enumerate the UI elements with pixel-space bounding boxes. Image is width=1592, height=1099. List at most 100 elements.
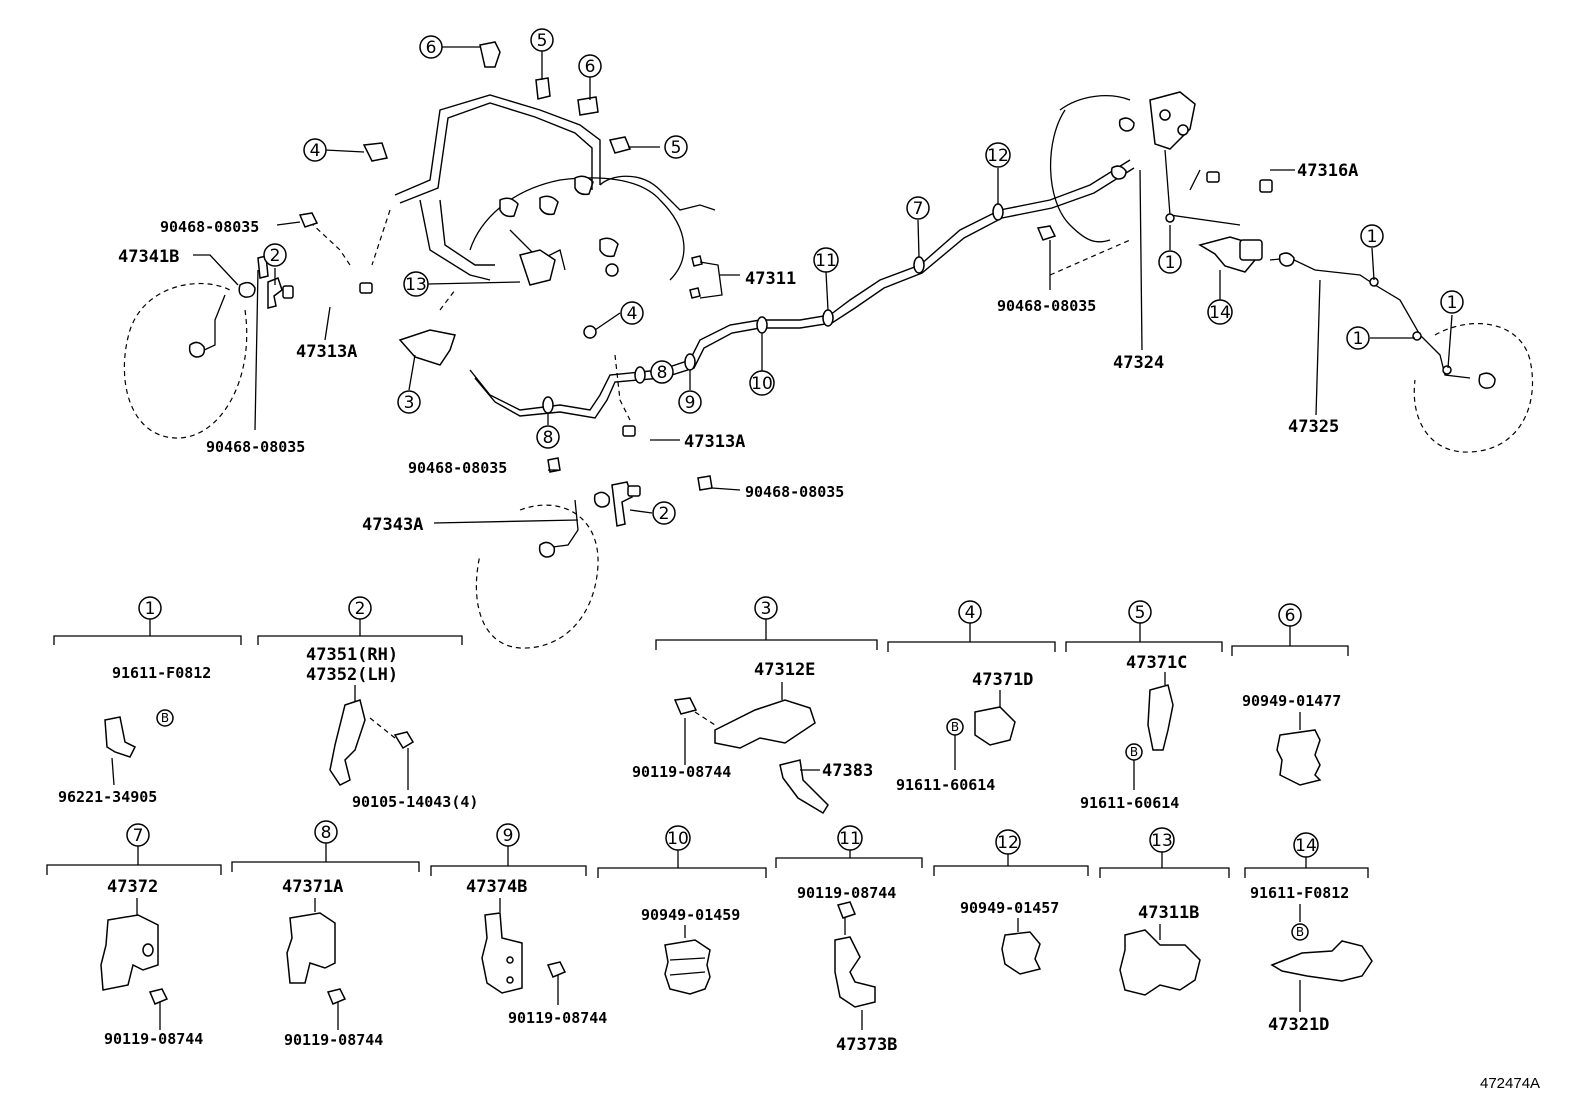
- callout-3: 3: [397, 390, 421, 414]
- callout-7: 7: [906, 196, 930, 220]
- svg-text:1: 1: [1447, 293, 1458, 313]
- svg-text:1: 1: [1353, 329, 1364, 349]
- svg-text:B: B: [1296, 925, 1304, 939]
- detail-group-9: 9 47374B 90119-08744: [430, 823, 607, 1027]
- callout-5b: 5: [664, 135, 688, 159]
- svg-text:8: 8: [543, 428, 554, 448]
- label-clip-center-a: 90468-08035: [408, 459, 507, 477]
- callout-1a: 1: [1158, 250, 1182, 274]
- label-47313A-center: 47313A: [684, 432, 745, 452]
- svg-text:10: 10: [667, 829, 689, 849]
- svg-text:6: 6: [1285, 606, 1296, 626]
- svg-text:11: 11: [839, 829, 861, 849]
- svg-text:12: 12: [987, 146, 1009, 166]
- callout-6b: 6: [578, 54, 602, 78]
- svg-text:9: 9: [685, 393, 696, 413]
- svg-text:90949-01457: 90949-01457: [960, 899, 1059, 917]
- svg-text:47372: 47372: [107, 877, 158, 897]
- detail-group-14: 14 91611-F0812 B 47321D: [1244, 832, 1373, 1035]
- upper-brake-tubes: [394, 94, 1135, 419]
- callout-2a: 2: [263, 243, 287, 267]
- svg-text:96221-34905: 96221-34905: [58, 788, 157, 806]
- svg-text:47374B: 47374B: [466, 877, 527, 897]
- svg-text:4: 4: [310, 141, 321, 161]
- callout-10: 10: [749, 370, 775, 396]
- svg-text:90949-01477: 90949-01477: [1242, 692, 1341, 710]
- svg-text:4: 4: [627, 304, 638, 324]
- svg-text:5: 5: [1135, 603, 1146, 623]
- svg-text:2: 2: [270, 246, 281, 266]
- svg-text:1: 1: [1165, 253, 1176, 273]
- callout-13: 13: [403, 271, 429, 297]
- left-front-brake-disc: [123, 281, 256, 439]
- dashed-leaders: [309, 209, 1131, 421]
- svg-text:90119-08744: 90119-08744: [104, 1030, 203, 1048]
- detail-group-6: 6 90949-01477: [1231, 603, 1349, 786]
- pipe-clamps: [542, 203, 1452, 414]
- detail-group-3: 3 47312E 90119-08744 47383: [632, 596, 878, 815]
- detail-group-2: 2 47351(RH) 47352(LH) 90105-14043(4): [257, 596, 478, 811]
- svg-text:14: 14: [1209, 303, 1231, 323]
- detail-group-8: 8 47371A 90119-08744: [231, 820, 420, 1049]
- main-part-labels: 47341B 47313A 47313A 47343A 47311 47316A…: [118, 161, 1358, 535]
- diagram-reference-number: 472474A: [1480, 1075, 1540, 1092]
- callout-1b: 1: [1360, 224, 1384, 248]
- svg-text:47352(LH): 47352(LH): [306, 665, 398, 685]
- svg-text:3: 3: [761, 599, 772, 619]
- svg-text:90119-08744: 90119-08744: [632, 763, 731, 781]
- detail-group-1: 1 91611-F0812 B 96221-34905: [53, 596, 242, 806]
- svg-text:91611-F0812: 91611-F0812: [112, 664, 211, 682]
- svg-text:8: 8: [321, 823, 332, 843]
- svg-text:90949-01459: 90949-01459: [641, 906, 740, 924]
- svg-text:4: 4: [965, 603, 976, 623]
- svg-text:47383: 47383: [822, 761, 873, 781]
- svg-text:B: B: [1130, 745, 1138, 759]
- callout-8b: 8: [536, 425, 560, 449]
- svg-text:9: 9: [503, 826, 514, 846]
- svg-text:B: B: [161, 711, 169, 725]
- svg-text:47371C: 47371C: [1126, 653, 1187, 673]
- svg-text:91611-60614: 91611-60614: [1080, 794, 1179, 812]
- svg-text:47351(RH): 47351(RH): [306, 645, 398, 665]
- leader-lines: [193, 46, 1453, 524]
- svg-text:3: 3: [404, 393, 415, 413]
- master-cylinder: [469, 175, 716, 281]
- svg-text:7: 7: [133, 826, 144, 846]
- svg-text:90119-08744: 90119-08744: [284, 1031, 383, 1049]
- svg-text:47311B: 47311B: [1138, 903, 1199, 923]
- svg-text:10: 10: [751, 374, 773, 394]
- svg-text:91611-60614: 91611-60614: [896, 776, 995, 794]
- svg-text:47312E: 47312E: [754, 660, 815, 680]
- svg-text:90119-08744: 90119-08744: [797, 884, 896, 902]
- svg-text:1: 1: [145, 599, 156, 619]
- svg-text:13: 13: [1151, 831, 1173, 851]
- label-47324: 47324: [1113, 353, 1164, 373]
- callout-1c: 1: [1346, 326, 1370, 350]
- label-47341B: 47341B: [118, 247, 179, 267]
- svg-text:13: 13: [405, 275, 427, 295]
- callout-9: 9: [678, 390, 702, 414]
- callout-8a: 8: [650, 360, 674, 384]
- detail-group-11: 11 90119-08744 47373B: [775, 825, 923, 1055]
- svg-text:12: 12: [997, 833, 1019, 853]
- callout-circles: 6 5 6 5 4 2 13 3 4 8 8 9 10 11 7 12 1 14…: [263, 28, 1464, 525]
- svg-text:8: 8: [657, 363, 668, 383]
- svg-text:47321D: 47321D: [1268, 1015, 1329, 1035]
- svg-text:47371D: 47371D: [972, 670, 1033, 690]
- svg-text:6: 6: [426, 38, 437, 58]
- detail-group-7: 7 47372 90119-08744: [46, 823, 222, 1048]
- detail-group-5: 5 47371C B 91611-60614: [1065, 600, 1223, 812]
- label-47316A: 47316A: [1297, 161, 1358, 181]
- label-47311: 47311: [745, 269, 796, 289]
- label-47343A: 47343A: [362, 515, 423, 535]
- detail-group-4: 4 47371D B 91611-60614: [887, 600, 1056, 794]
- svg-text:5: 5: [671, 138, 682, 158]
- callout-12: 12: [985, 142, 1011, 168]
- svg-text:90105-14043(4): 90105-14043(4): [352, 793, 478, 811]
- detail-group-12: 12 90949-01457: [933, 829, 1089, 975]
- callout-4a: 4: [303, 138, 327, 162]
- callout-1d: 1: [1440, 290, 1464, 314]
- svg-text:5: 5: [537, 31, 548, 51]
